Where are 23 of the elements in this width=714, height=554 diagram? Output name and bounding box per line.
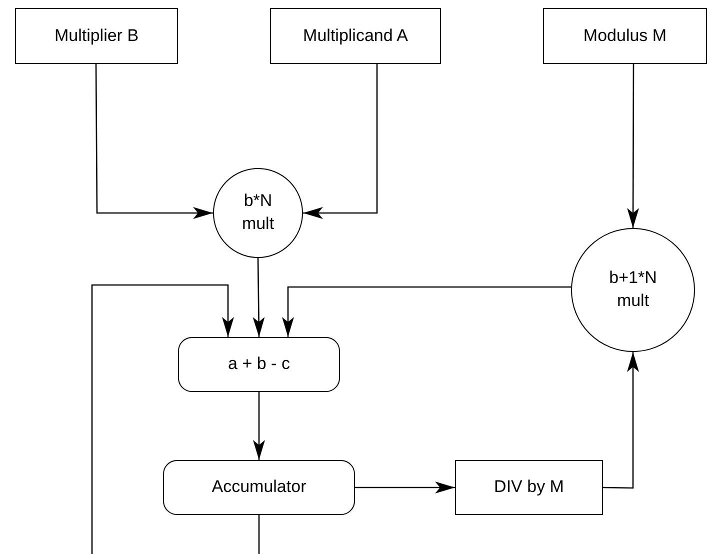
node-label: Accumulator bbox=[212, 476, 306, 498]
node-label: b*N mult bbox=[240, 190, 276, 235]
arrow bbox=[602, 352, 639, 489]
arrow bbox=[303, 64, 378, 219]
input-box bbox=[270, 8, 441, 64]
node-label: a + b - c bbox=[228, 353, 290, 376]
input-box bbox=[15, 8, 178, 64]
node-label: DIV by M bbox=[494, 476, 564, 498]
arrow bbox=[355, 482, 455, 494]
node-label: Multiplier B bbox=[54, 24, 139, 47]
process-box bbox=[455, 460, 603, 515]
process-box bbox=[178, 337, 340, 392]
process-box bbox=[163, 460, 355, 515]
arrow bbox=[95, 64, 213, 219]
arrow bbox=[627, 64, 640, 228]
node-label: Modulus M bbox=[583, 24, 667, 47]
input-box bbox=[543, 8, 707, 64]
node-label: Multiplicand A bbox=[303, 24, 408, 47]
arrow bbox=[282, 286, 571, 337]
node-label: b+1*N mult bbox=[608, 267, 658, 312]
arrow bbox=[252, 258, 265, 337]
arrow bbox=[253, 392, 265, 460]
arrow bbox=[91, 284, 234, 554]
